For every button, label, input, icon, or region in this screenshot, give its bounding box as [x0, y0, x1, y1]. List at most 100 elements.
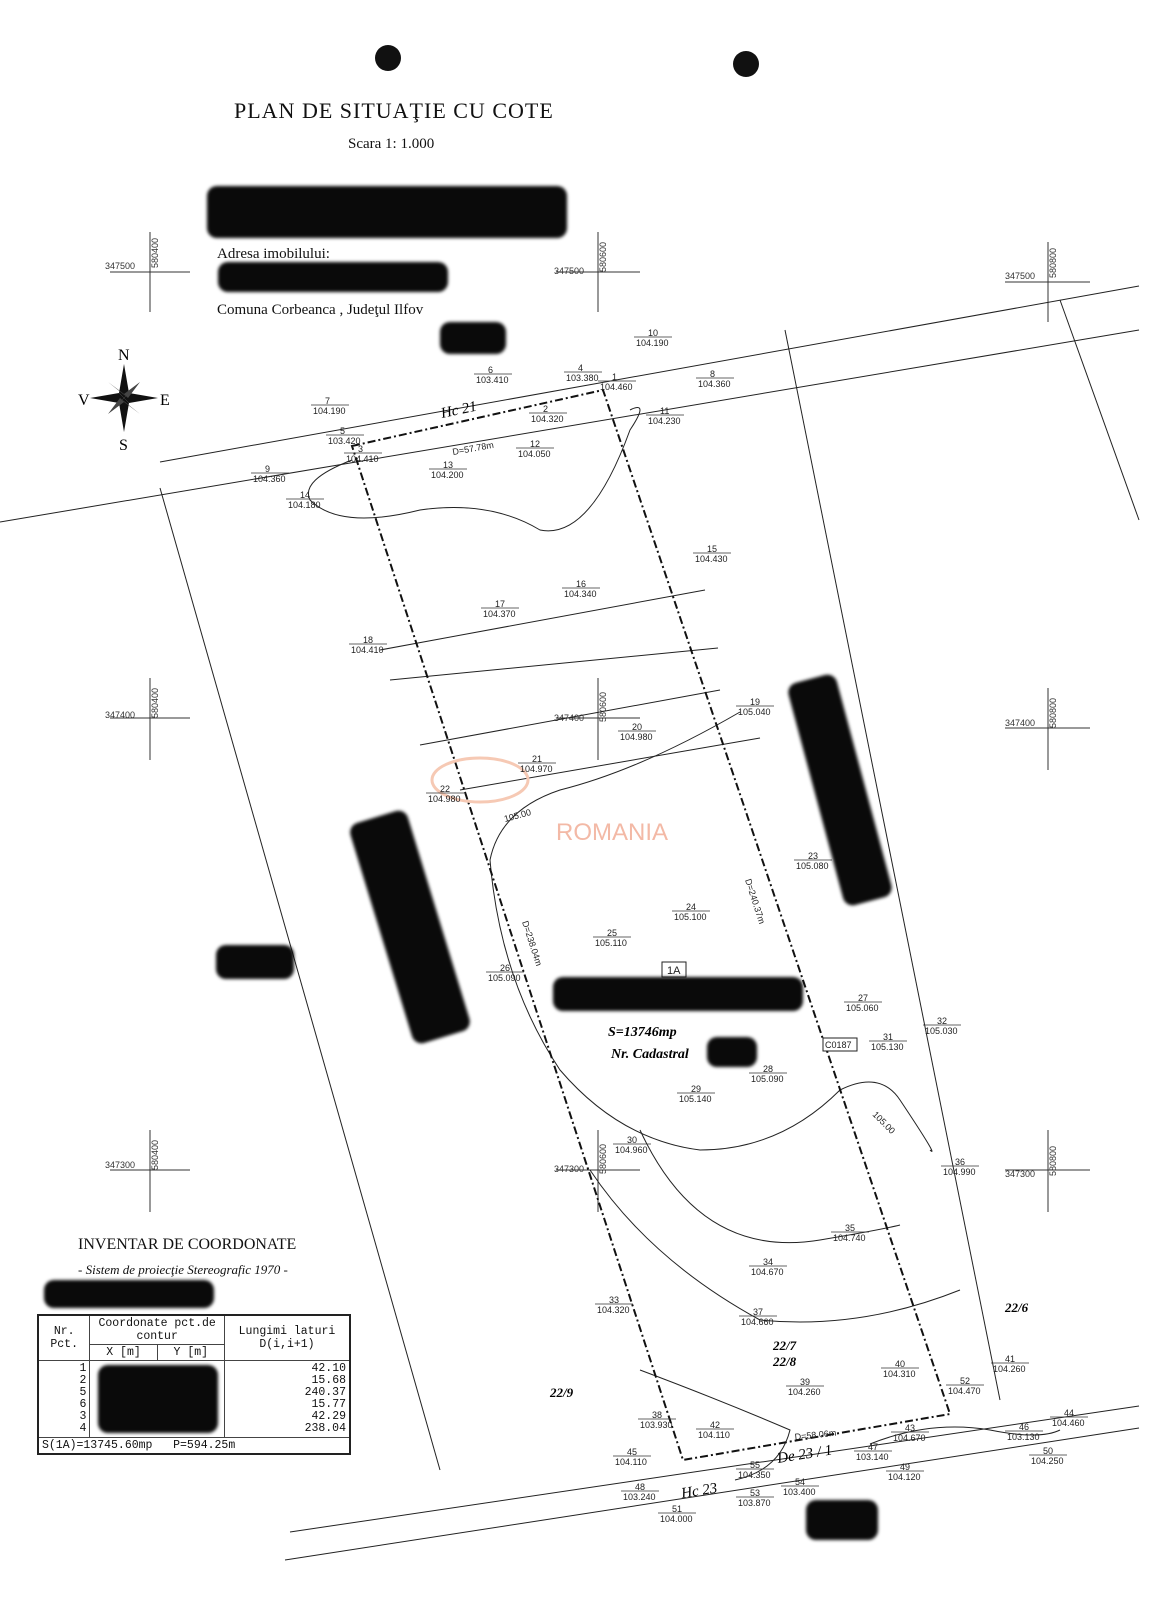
distance-label: D=238.04m — [520, 920, 544, 968]
point-elevation: 104.260 — [993, 1364, 1026, 1374]
point-elevation: 104.990 — [943, 1167, 976, 1177]
survey-points: 1104.4602104.3203104.4104103.3805103.420… — [251, 328, 1088, 1524]
point-elevation: 104.410 — [351, 645, 384, 655]
road-label-hc23: Hc 23 — [679, 1480, 718, 1502]
point-elevation: 104.000 — [660, 1514, 693, 1524]
point-number: 1 — [612, 372, 617, 382]
point-number: 17 — [495, 599, 505, 609]
grid-col-label: 580400 — [150, 238, 160, 268]
contour-line — [589, 1169, 961, 1323]
point-number: 19 — [750, 697, 760, 707]
contour-line — [869, 1426, 1061, 1445]
point-number: 3 — [358, 444, 363, 454]
point-elevation: 105.110 — [595, 938, 627, 948]
point-number: 6 — [488, 365, 493, 375]
compass-rose-icon — [90, 364, 158, 432]
parcel-id-label: 1A — [667, 965, 681, 977]
point-number: 16 — [576, 579, 586, 589]
point-elevation: 105.140 — [679, 1094, 712, 1104]
grid-row-label: 347500 — [1005, 271, 1035, 281]
grid-row-label: 347500 — [554, 266, 584, 276]
point-number: 15 — [707, 544, 717, 554]
point-elevation: 104.310 — [883, 1369, 916, 1379]
point-elevation: 105.100 — [674, 912, 707, 922]
side-length: 238.04 — [304, 1422, 346, 1435]
point-number: 37 — [753, 1307, 763, 1317]
point-number: 33 — [609, 1295, 619, 1305]
point-elevation: 103.380 — [566, 373, 599, 383]
grid-row-label: 347300 — [105, 1160, 135, 1170]
coordinates-redacted — [89, 1360, 225, 1438]
point-number: 7 — [325, 396, 330, 406]
watermark-logo — [430, 756, 530, 804]
point-elevation: 104.110 — [615, 1457, 647, 1467]
side-length: 42.29 — [311, 1410, 346, 1423]
redaction — [218, 262, 448, 292]
point-number: 38 — [652, 1410, 662, 1420]
point-number: 46 — [1019, 1422, 1029, 1432]
point-elevation: 104.340 — [564, 589, 597, 599]
grid-col-label: 580600 — [598, 242, 608, 272]
grid-col-label: 580400 — [150, 1140, 160, 1170]
cadastral-label: Nr. Cadastral — [610, 1047, 689, 1062]
point-elevation: 104.360 — [253, 474, 286, 484]
point-elevation: 103.410 — [476, 375, 509, 385]
point-number: 20 — [632, 722, 642, 732]
parcel-1a-boundary — [350, 388, 952, 1462]
point-number: 14 — [300, 490, 310, 500]
point-elevation: 104.670 — [893, 1433, 926, 1443]
point-number: 11 — [660, 406, 669, 416]
point-number: 48 — [635, 1482, 645, 1492]
point-number: 4 — [578, 363, 583, 373]
point-elevation: 104.260 — [788, 1387, 821, 1397]
point-number: 13 — [443, 460, 453, 470]
point-number: 35 — [845, 1223, 855, 1233]
point-number: 53 — [750, 1488, 760, 1498]
point-elevation: 104.180 — [288, 500, 321, 510]
grid-row-label: 347300 — [1005, 1169, 1035, 1179]
redaction — [806, 1500, 878, 1540]
point-number: 25 — [607, 928, 617, 938]
punch-hole — [733, 51, 759, 77]
point-elevation: 105.090 — [751, 1074, 784, 1084]
header-y: Y [m] — [156, 1344, 225, 1361]
redaction — [44, 1280, 214, 1308]
point-number: 5 — [79, 1386, 87, 1399]
redaction — [553, 977, 803, 1011]
grid-col-label: 580600 — [598, 692, 608, 722]
contour-line — [389, 647, 719, 681]
point-number: 41 — [1005, 1354, 1015, 1364]
grid-row-label: 347400 — [105, 710, 135, 720]
point-number: 30 — [627, 1135, 637, 1145]
point-elevation: 105.030 — [925, 1026, 958, 1036]
point-number: 47 — [868, 1442, 878, 1452]
point-number: 4 — [79, 1422, 87, 1435]
point-number: 34 — [763, 1257, 773, 1267]
point-elevation: 104.230 — [648, 416, 681, 426]
lot-label: 22/6 — [1004, 1300, 1029, 1315]
point-number: 45 — [627, 1447, 637, 1457]
contour-line — [489, 711, 933, 1152]
redaction — [207, 186, 567, 238]
